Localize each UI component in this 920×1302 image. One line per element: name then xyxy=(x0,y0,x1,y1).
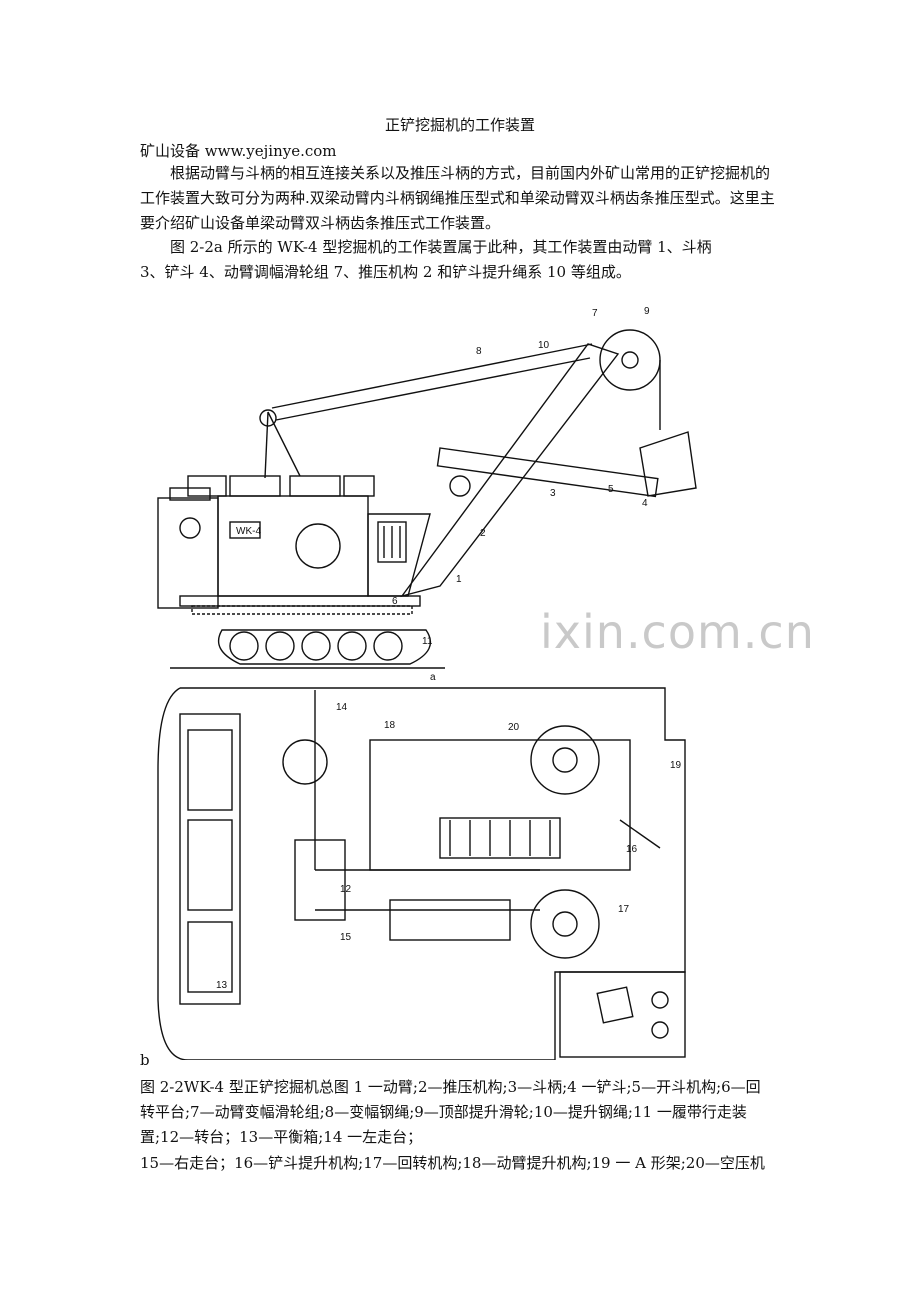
swing-gear xyxy=(282,739,328,785)
hoist-drum xyxy=(439,817,561,859)
machine-label: WK-4 xyxy=(236,526,261,537)
callout-10: 10 xyxy=(538,340,550,351)
dipper-handle xyxy=(436,447,659,498)
plan-outline-left xyxy=(157,687,555,1061)
sub-label-a: a xyxy=(430,672,436,683)
callout-11: 11 xyxy=(422,636,433,647)
callout-8: 8 xyxy=(476,346,482,357)
callout-13: 13 xyxy=(216,980,228,991)
callout-3: 3 xyxy=(550,488,556,499)
rear-housing xyxy=(157,497,219,609)
boom xyxy=(400,343,620,598)
callout-12: 12 xyxy=(340,884,352,895)
callout-16: 16 xyxy=(626,844,638,855)
callout-1: 1 xyxy=(456,574,462,585)
document-title: 正铲挖掘机的工作装置 xyxy=(384,116,535,134)
boom-suspension-rope xyxy=(271,343,593,409)
caption-line-4: 15—右走台；16—铲斗提升机构;17—回转机构;18—动臂提升机构;19 一 … xyxy=(140,1154,765,1172)
paragraph-2-line-2: 3、铲斗 4、动臂调幅滑轮组 7、推压机构 2 和铲斗提升绳系 10 等组成。 xyxy=(140,263,631,281)
callout-20: 20 xyxy=(508,722,520,733)
callout-9: 9 xyxy=(644,306,650,317)
callout-2: 2 xyxy=(480,528,486,539)
callout-14: 14 xyxy=(336,702,348,713)
figure-label-b: b xyxy=(140,1051,150,1069)
counterweight-box xyxy=(179,713,241,1005)
dipper xyxy=(639,431,697,497)
excavator-figure: WK-4 a 1 2 3 4 5 6 7 8 9 10 11 12 13 14 … xyxy=(140,300,700,1061)
excavator-drawing: WK-4 a 1 2 3 4 5 6 7 8 9 10 11 12 13 14 … xyxy=(157,306,697,1061)
callout-19: 19 xyxy=(670,760,682,771)
caption-line-2: 转平台;7—动臂变幅滑轮组;8—变幅钢绳;9—顶部提升滑轮;10—提升钢绳;11… xyxy=(140,1103,747,1121)
callout-18: 18 xyxy=(384,720,396,731)
plan-outline-right xyxy=(180,687,686,1060)
watermark: ixin.com.cn xyxy=(540,605,815,659)
source-line: 矿山设备 www.yejinye.com xyxy=(140,142,337,160)
paragraph-2-line-1: 图 2-2a 所示的 WK-4 型挖掘机的工作装置属于此种，其工作装置由动臂 1… xyxy=(170,238,712,256)
caption-line-3: 置;12—转台；13—平衡箱;14 一左走台； xyxy=(140,1128,423,1146)
callout-6: 6 xyxy=(392,596,398,607)
main-body xyxy=(217,495,369,597)
callout-5: 5 xyxy=(608,484,614,495)
crawler-track xyxy=(217,629,432,665)
callout-15: 15 xyxy=(340,932,352,943)
machinery-deck xyxy=(369,739,631,871)
callout-7: 7 xyxy=(592,308,598,319)
paragraph-1: 根据动臂与斗柄的相互连接关系以及推压斗柄的方式，目前国内外矿山常用的正铲挖掘机的… xyxy=(140,164,775,232)
callout-17: 17 xyxy=(618,904,630,915)
callout-4: 4 xyxy=(642,498,648,509)
caption-line-1: 图 2-2WK-4 型正铲挖掘机总图 1 一动臂;2—推压机构;3—斗柄;4 一… xyxy=(140,1078,761,1096)
head-sheave xyxy=(599,329,661,391)
